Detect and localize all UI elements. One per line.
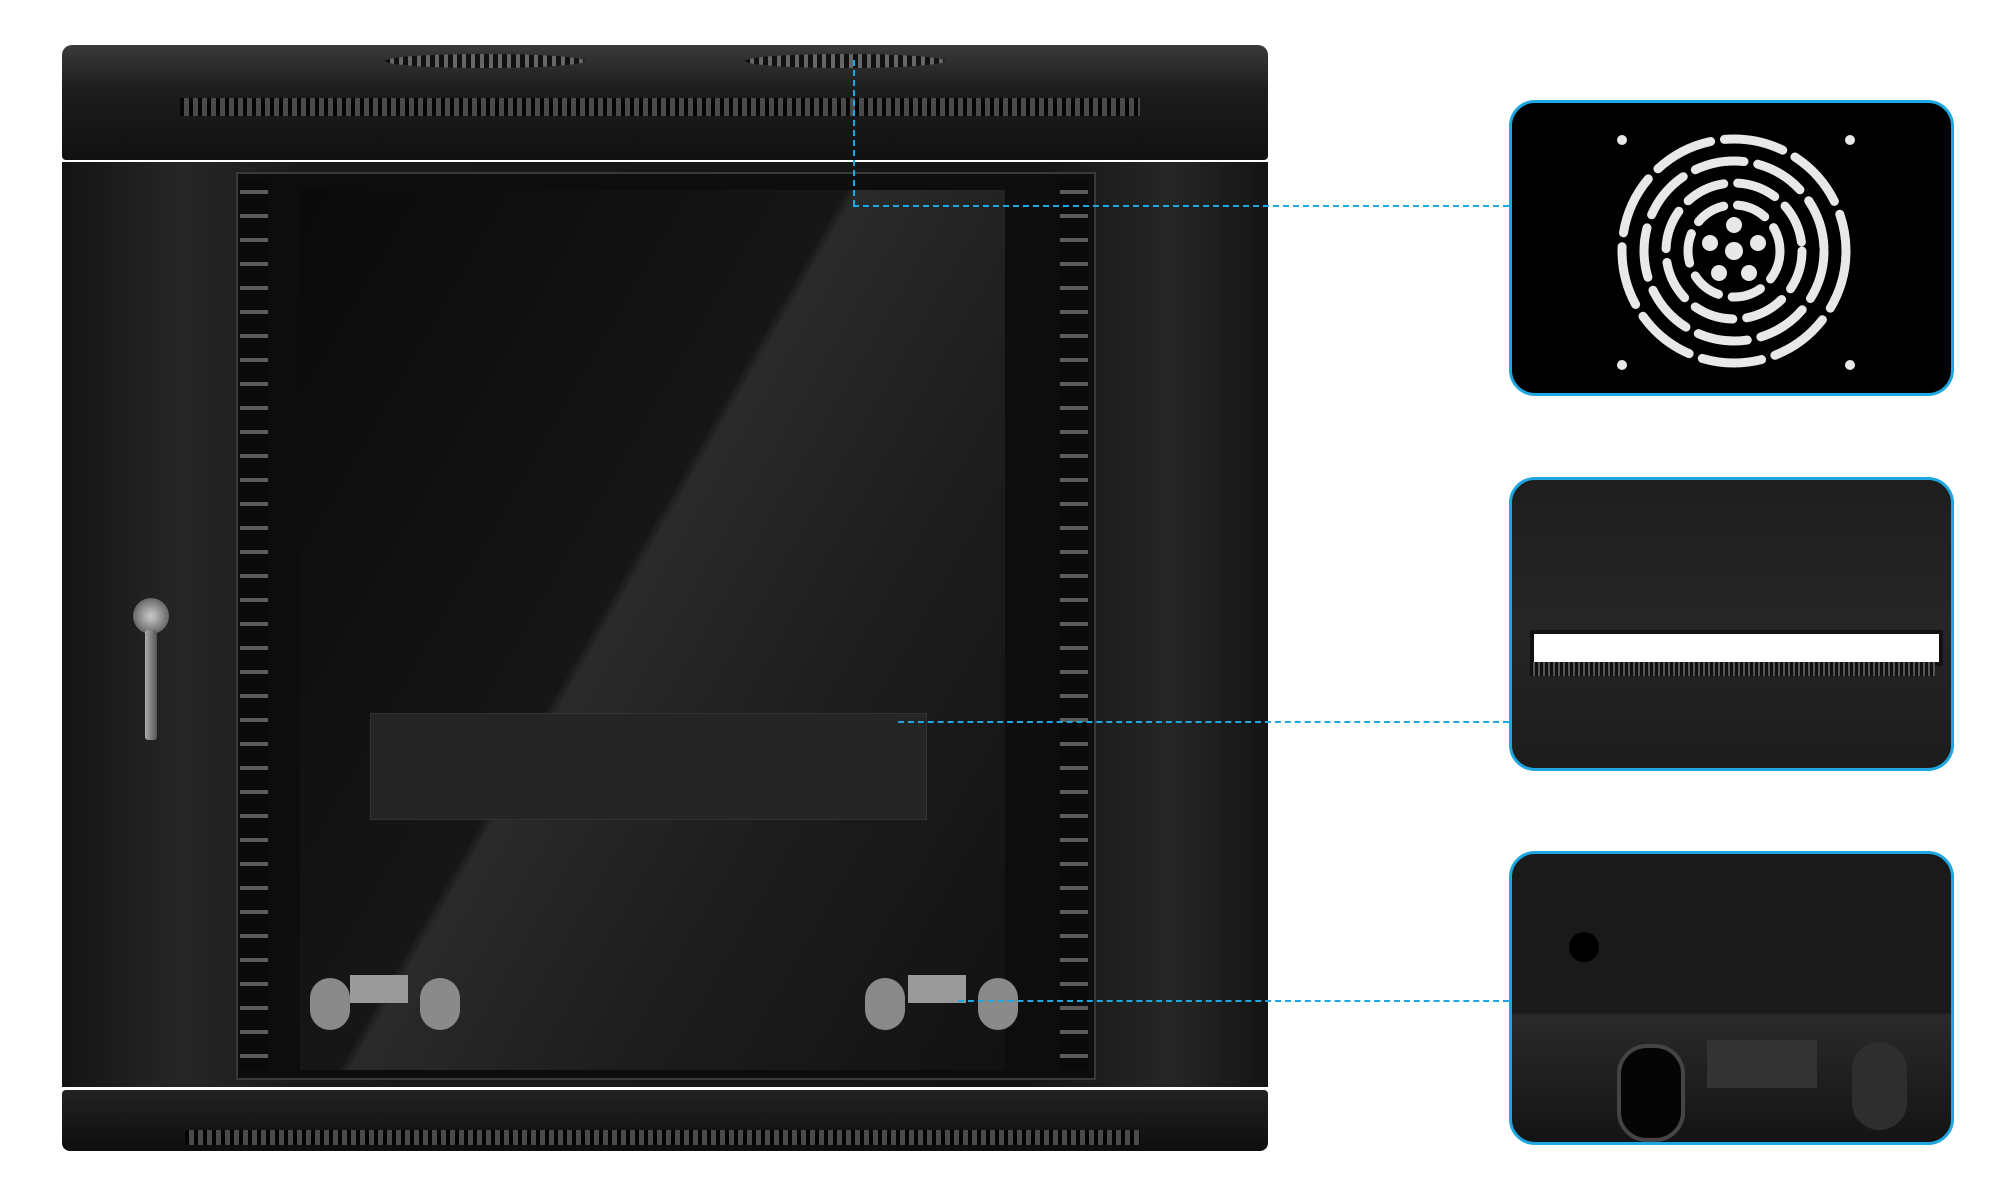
bottom-plate [350, 975, 408, 1003]
bottom-slot [865, 978, 905, 1030]
cable-entry-plate [1707, 1040, 1817, 1088]
bottom-slot [310, 978, 350, 1030]
blank-panel [370, 713, 927, 820]
callout-brush-panel [1509, 477, 1954, 771]
callout-line-middle [898, 721, 1509, 723]
top-fan-hole-left [385, 54, 585, 68]
glass-reflection [300, 190, 1005, 1070]
cable-entry-oval [1617, 1044, 1685, 1142]
callout-line-bottom [958, 1000, 1509, 1002]
screw-hole [1569, 932, 1599, 962]
brush-panel-opening [1530, 630, 1943, 666]
key-icon [145, 630, 157, 740]
fan-grille-icon [1617, 134, 1855, 370]
lock-icon [133, 598, 169, 634]
top-vents [180, 98, 1140, 116]
brush-strip [1530, 662, 1935, 676]
bottom-vents [185, 1130, 1140, 1145]
callout-line-top [853, 205, 1509, 207]
bottom-slot [420, 978, 460, 1030]
rack-rail-left [240, 180, 268, 1070]
callout-bottom-entry [1509, 851, 1954, 1145]
callout-fan-vent [1509, 100, 1954, 396]
rack-rail-right [1060, 180, 1088, 1070]
callout-line-top-v [853, 60, 855, 206]
bottom-slot [978, 978, 1018, 1030]
cable-entry-oval [1852, 1042, 1907, 1130]
top-fan-hole-right [745, 54, 945, 68]
bottom-plate [908, 975, 966, 1003]
